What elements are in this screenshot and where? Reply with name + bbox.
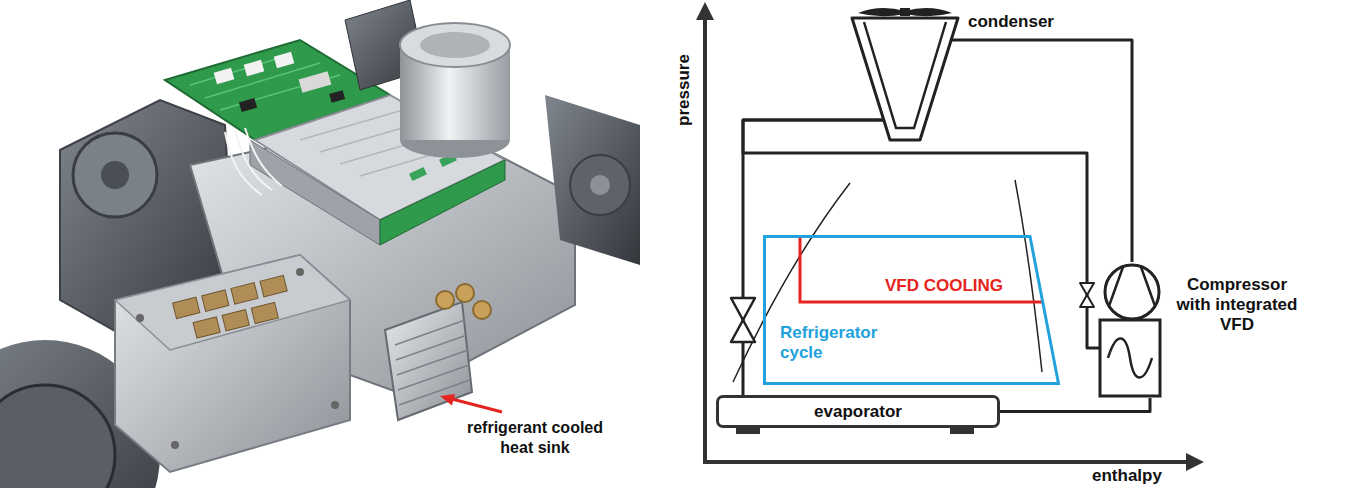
vfd-cooling-line: [800, 237, 1043, 302]
condenser-symbol: condenser: [850, 4, 960, 142]
axis-label: enthalpy: [1092, 466, 1162, 486]
component-label: condenser: [968, 12, 1054, 32]
process-label: VFD COOLING: [885, 276, 1003, 296]
pipe-line: [951, 40, 1132, 262]
expansion-valve: [731, 298, 755, 342]
cycle-label: Refrigerator cycle: [780, 323, 890, 363]
component-label: evaporator: [814, 402, 902, 422]
refrigerator-cycle-outline: [763, 235, 1060, 385]
cylinder: [345, 0, 510, 158]
component-label: Compressor with integrated VFD: [1172, 275, 1302, 335]
refrigerant-pipe: [951, 40, 1132, 262]
terminal-block: [115, 255, 350, 472]
compressor-render: [0, 0, 640, 488]
refrigerant-pipe: [1000, 398, 1150, 412]
compressor-symbol: Compressor with integrated VFD: [1092, 262, 1164, 398]
axis-label: pressure: [674, 54, 694, 126]
evaporator-box: evaporator: [716, 395, 1000, 428]
callout-arrow: [440, 394, 502, 412]
pipe-line: [1000, 398, 1150, 412]
axes: [696, 2, 1204, 471]
saturation-dome: [733, 180, 1042, 382]
condenser-symbol-outline: [850, 4, 960, 142]
evaporator-feet: [736, 428, 974, 434]
compressor-symbol-outline: [1092, 262, 1164, 398]
refrigerator-cycle: Refrigerator cycle: [763, 235, 1060, 385]
expansion-valve: [1080, 283, 1094, 307]
callout-label: refrigerant cooled heat sink: [455, 418, 615, 458]
heat-sink: [385, 284, 491, 420]
